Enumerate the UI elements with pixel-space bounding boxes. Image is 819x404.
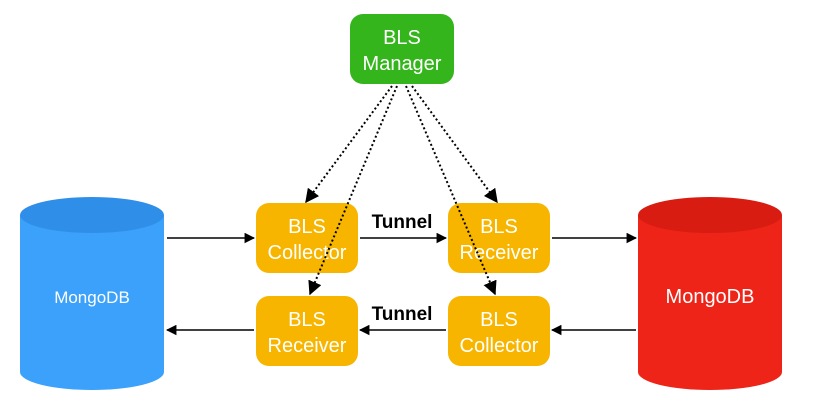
bls-receiver-bottom-label-line1: BLS: [288, 309, 326, 331]
bls-collector-top-node: BLS Collector: [256, 203, 358, 273]
bls-receiver-bottom-node: BLS Receiver: [256, 296, 358, 366]
arrow-manager-to-receiver-bottom: [308, 85, 398, 296]
data-flow-arrows: [165, 232, 638, 336]
bls-collector-bottom-label-line2: Collector: [460, 335, 539, 357]
mongodb-left-label: MongoDB: [54, 288, 130, 307]
bls-collector-bottom-label-line1: BLS: [480, 309, 518, 331]
tunnel-top-label: Tunnel: [372, 212, 433, 233]
tunnel-bottom-label: Tunnel: [372, 304, 433, 325]
arrow-manager-to-receiver-top: [411, 85, 498, 204]
mongodb-right-label: MongoDB: [666, 286, 755, 308]
bls-receiver-bottom-label-line2: Receiver: [268, 335, 347, 357]
bls-receiver-top-label-line2: Receiver: [460, 242, 539, 264]
bls-collector-top-label-line2: Collector: [268, 242, 347, 264]
mongodb-left-cylinder: MongoDB: [20, 197, 164, 390]
bls-collector-bottom-node: BLS Collector: [448, 296, 550, 366]
bls-receiver-top-label-line1: BLS: [480, 216, 518, 238]
bls-collector-top-label-line1: BLS: [288, 216, 326, 238]
manager-control-arrows: [305, 85, 498, 296]
bls-receiver-top-node: BLS Receiver: [448, 203, 550, 273]
arrow-manager-to-collector-top: [305, 85, 393, 204]
bls-manager-node: BLS Manager: [350, 14, 454, 84]
mongodb-right-cylinder: MongoDB: [638, 197, 782, 390]
arrow-manager-to-collector-bottom: [405, 85, 497, 296]
bls-manager-label-line1: BLS: [383, 27, 421, 49]
bls-manager-label-line2: Manager: [363, 53, 442, 75]
